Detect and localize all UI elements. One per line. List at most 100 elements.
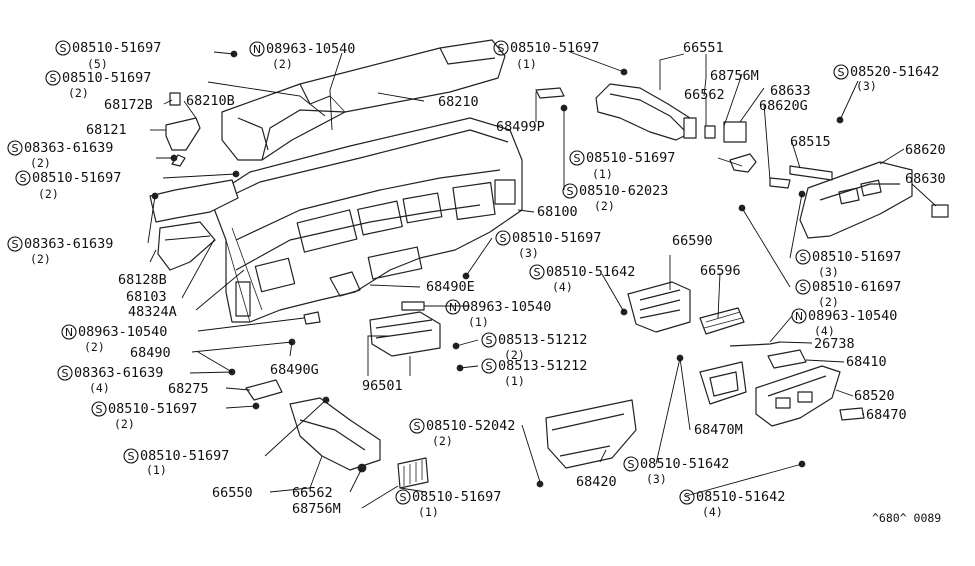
- svg-text:68172B: 68172B: [104, 97, 153, 113]
- callout-c39: 26738: [814, 336, 855, 352]
- svg-text:(4): (4): [552, 280, 573, 294]
- svg-text:(3): (3): [646, 472, 667, 486]
- svg-text:68128B: 68128B: [118, 272, 167, 288]
- svg-text:08510-51697: 08510-51697: [412, 489, 501, 505]
- callout-c41: 68490G: [270, 362, 319, 378]
- bracket-96501: [369, 311, 441, 357]
- svg-text:08510-51642: 08510-51642: [640, 456, 729, 472]
- svg-text:66551: 66551: [683, 40, 724, 56]
- svg-text:68520: 68520: [854, 388, 895, 404]
- svg-text:N: N: [795, 310, 803, 323]
- svg-text:08363-61639: 08363-61639: [74, 365, 163, 381]
- callout-c10: S 08520-51642 (3): [833, 64, 939, 93]
- cable-26738: [729, 341, 781, 347]
- svg-text:08520-51642: 08520-51642: [850, 64, 939, 80]
- callout-c4: 66551: [683, 40, 724, 56]
- svg-text:08513-51212: 08513-51212: [498, 332, 587, 348]
- glove-lid-68620: [799, 161, 913, 239]
- grille-68756m-lower: [397, 457, 429, 489]
- svg-text:S: S: [500, 232, 507, 245]
- callout-c33: 68103: [126, 289, 167, 305]
- svg-text:68499P: 68499P: [496, 119, 545, 135]
- callout-c19: S 08510-51697 (1): [569, 150, 675, 181]
- callout-c35: N 08963-10540 (1): [445, 299, 551, 329]
- callout-c18: 68620: [905, 142, 946, 158]
- svg-text:S: S: [486, 334, 493, 347]
- svg-text:S: S: [12, 238, 19, 251]
- svg-text:68633: 68633: [770, 83, 811, 99]
- clip-68490e: [401, 301, 425, 311]
- svg-text:08510-51642: 08510-51642: [546, 264, 635, 280]
- svg-text:68100: 68100: [537, 204, 578, 220]
- callout-c11: 68121: [86, 122, 127, 138]
- callout-c29: S 08510-51642 (4): [529, 264, 635, 294]
- svg-text:S: S: [800, 281, 807, 294]
- callout-c6: 68172B: [104, 97, 153, 113]
- svg-text:68490E: 68490E: [426, 279, 475, 295]
- svg-text:(2): (2): [30, 156, 51, 170]
- callout-c55: 66562: [292, 485, 333, 501]
- callout-c24: S 08363-61639 (2): [7, 236, 113, 266]
- svg-text:(2): (2): [272, 57, 293, 71]
- svg-text:68490: 68490: [130, 345, 171, 361]
- callout-c5: S 08510-51697 (2): [45, 70, 151, 100]
- callout-c53: S 08510-51642 (3): [623, 456, 729, 486]
- svg-text:(2): (2): [504, 348, 525, 362]
- svg-text:S: S: [486, 360, 493, 373]
- callout-c42: S 08513-51212 (1): [481, 358, 587, 388]
- grille-68756m: [723, 121, 747, 143]
- svg-text:S: S: [20, 172, 27, 185]
- svg-text:(2): (2): [818, 295, 839, 309]
- svg-text:96501: 96501: [362, 378, 403, 394]
- callout-c32: S 08510-61697 (2): [795, 279, 901, 309]
- svg-text:(2): (2): [594, 199, 615, 213]
- callout-c45: 96501: [362, 378, 403, 394]
- svg-text:08363-61639: 08363-61639: [24, 236, 113, 252]
- svg-text:S: S: [414, 420, 421, 433]
- svg-text:(4): (4): [89, 381, 110, 395]
- svg-text:S: S: [400, 491, 407, 504]
- svg-text:08963-10540: 08963-10540: [78, 324, 167, 340]
- svg-text:68103: 68103: [126, 289, 167, 305]
- svg-text:S: S: [628, 458, 635, 471]
- stay-68515: [789, 165, 833, 181]
- callout-c12: 66562: [684, 87, 725, 103]
- svg-text:(3): (3): [518, 246, 539, 260]
- callout-c21: 68630: [905, 171, 946, 187]
- clip-68490: [303, 311, 321, 325]
- svg-text:26738: 26738: [814, 336, 855, 352]
- svg-text:S: S: [12, 142, 19, 155]
- callout-c20: S 08510-51697 (2): [15, 170, 121, 201]
- svg-text:S: S: [498, 42, 505, 55]
- svg-text:08510-62023: 08510-62023: [579, 183, 668, 199]
- duct-66550: [289, 397, 381, 471]
- svg-text:08510-51697: 08510-51697: [140, 448, 229, 464]
- svg-text:(2): (2): [432, 434, 453, 448]
- callout-c31: 68490E: [426, 279, 475, 295]
- callout-c58: 68756M: [292, 501, 341, 517]
- svg-text:S: S: [684, 491, 691, 504]
- svg-text:66562: 66562: [684, 87, 725, 103]
- svg-text:(4): (4): [702, 505, 723, 519]
- svg-text:08510-51697: 08510-51697: [108, 401, 197, 417]
- callout-c54: 66550: [212, 485, 253, 501]
- svg-text:N: N: [449, 301, 457, 314]
- callout-c16: S 08363-61639 (2): [7, 140, 113, 170]
- svg-text:(2): (2): [68, 86, 89, 100]
- callout-labels: S 08510-51697 (5) N 08963-10540 (2) S 08…: [7, 40, 946, 525]
- svg-text:(1): (1): [468, 315, 489, 329]
- svg-text:68470M: 68470M: [694, 422, 743, 438]
- callout-c9: 68756M: [710, 68, 759, 84]
- callout-c27: S 08510-51697 (3): [795, 249, 901, 279]
- svg-text:(2): (2): [30, 252, 51, 266]
- callout-c51: 68470M: [694, 422, 743, 438]
- svg-text:S: S: [574, 152, 581, 165]
- callout-c26: 66590: [672, 233, 713, 249]
- clip-68633: [729, 153, 757, 173]
- callout-c1: S 08510-51697 (5): [55, 40, 161, 71]
- callout-c40: 68490: [130, 345, 171, 361]
- svg-text:S: S: [96, 403, 103, 416]
- svg-text:48324A: 48324A: [128, 304, 177, 320]
- instrument-panel-68100: [209, 117, 523, 323]
